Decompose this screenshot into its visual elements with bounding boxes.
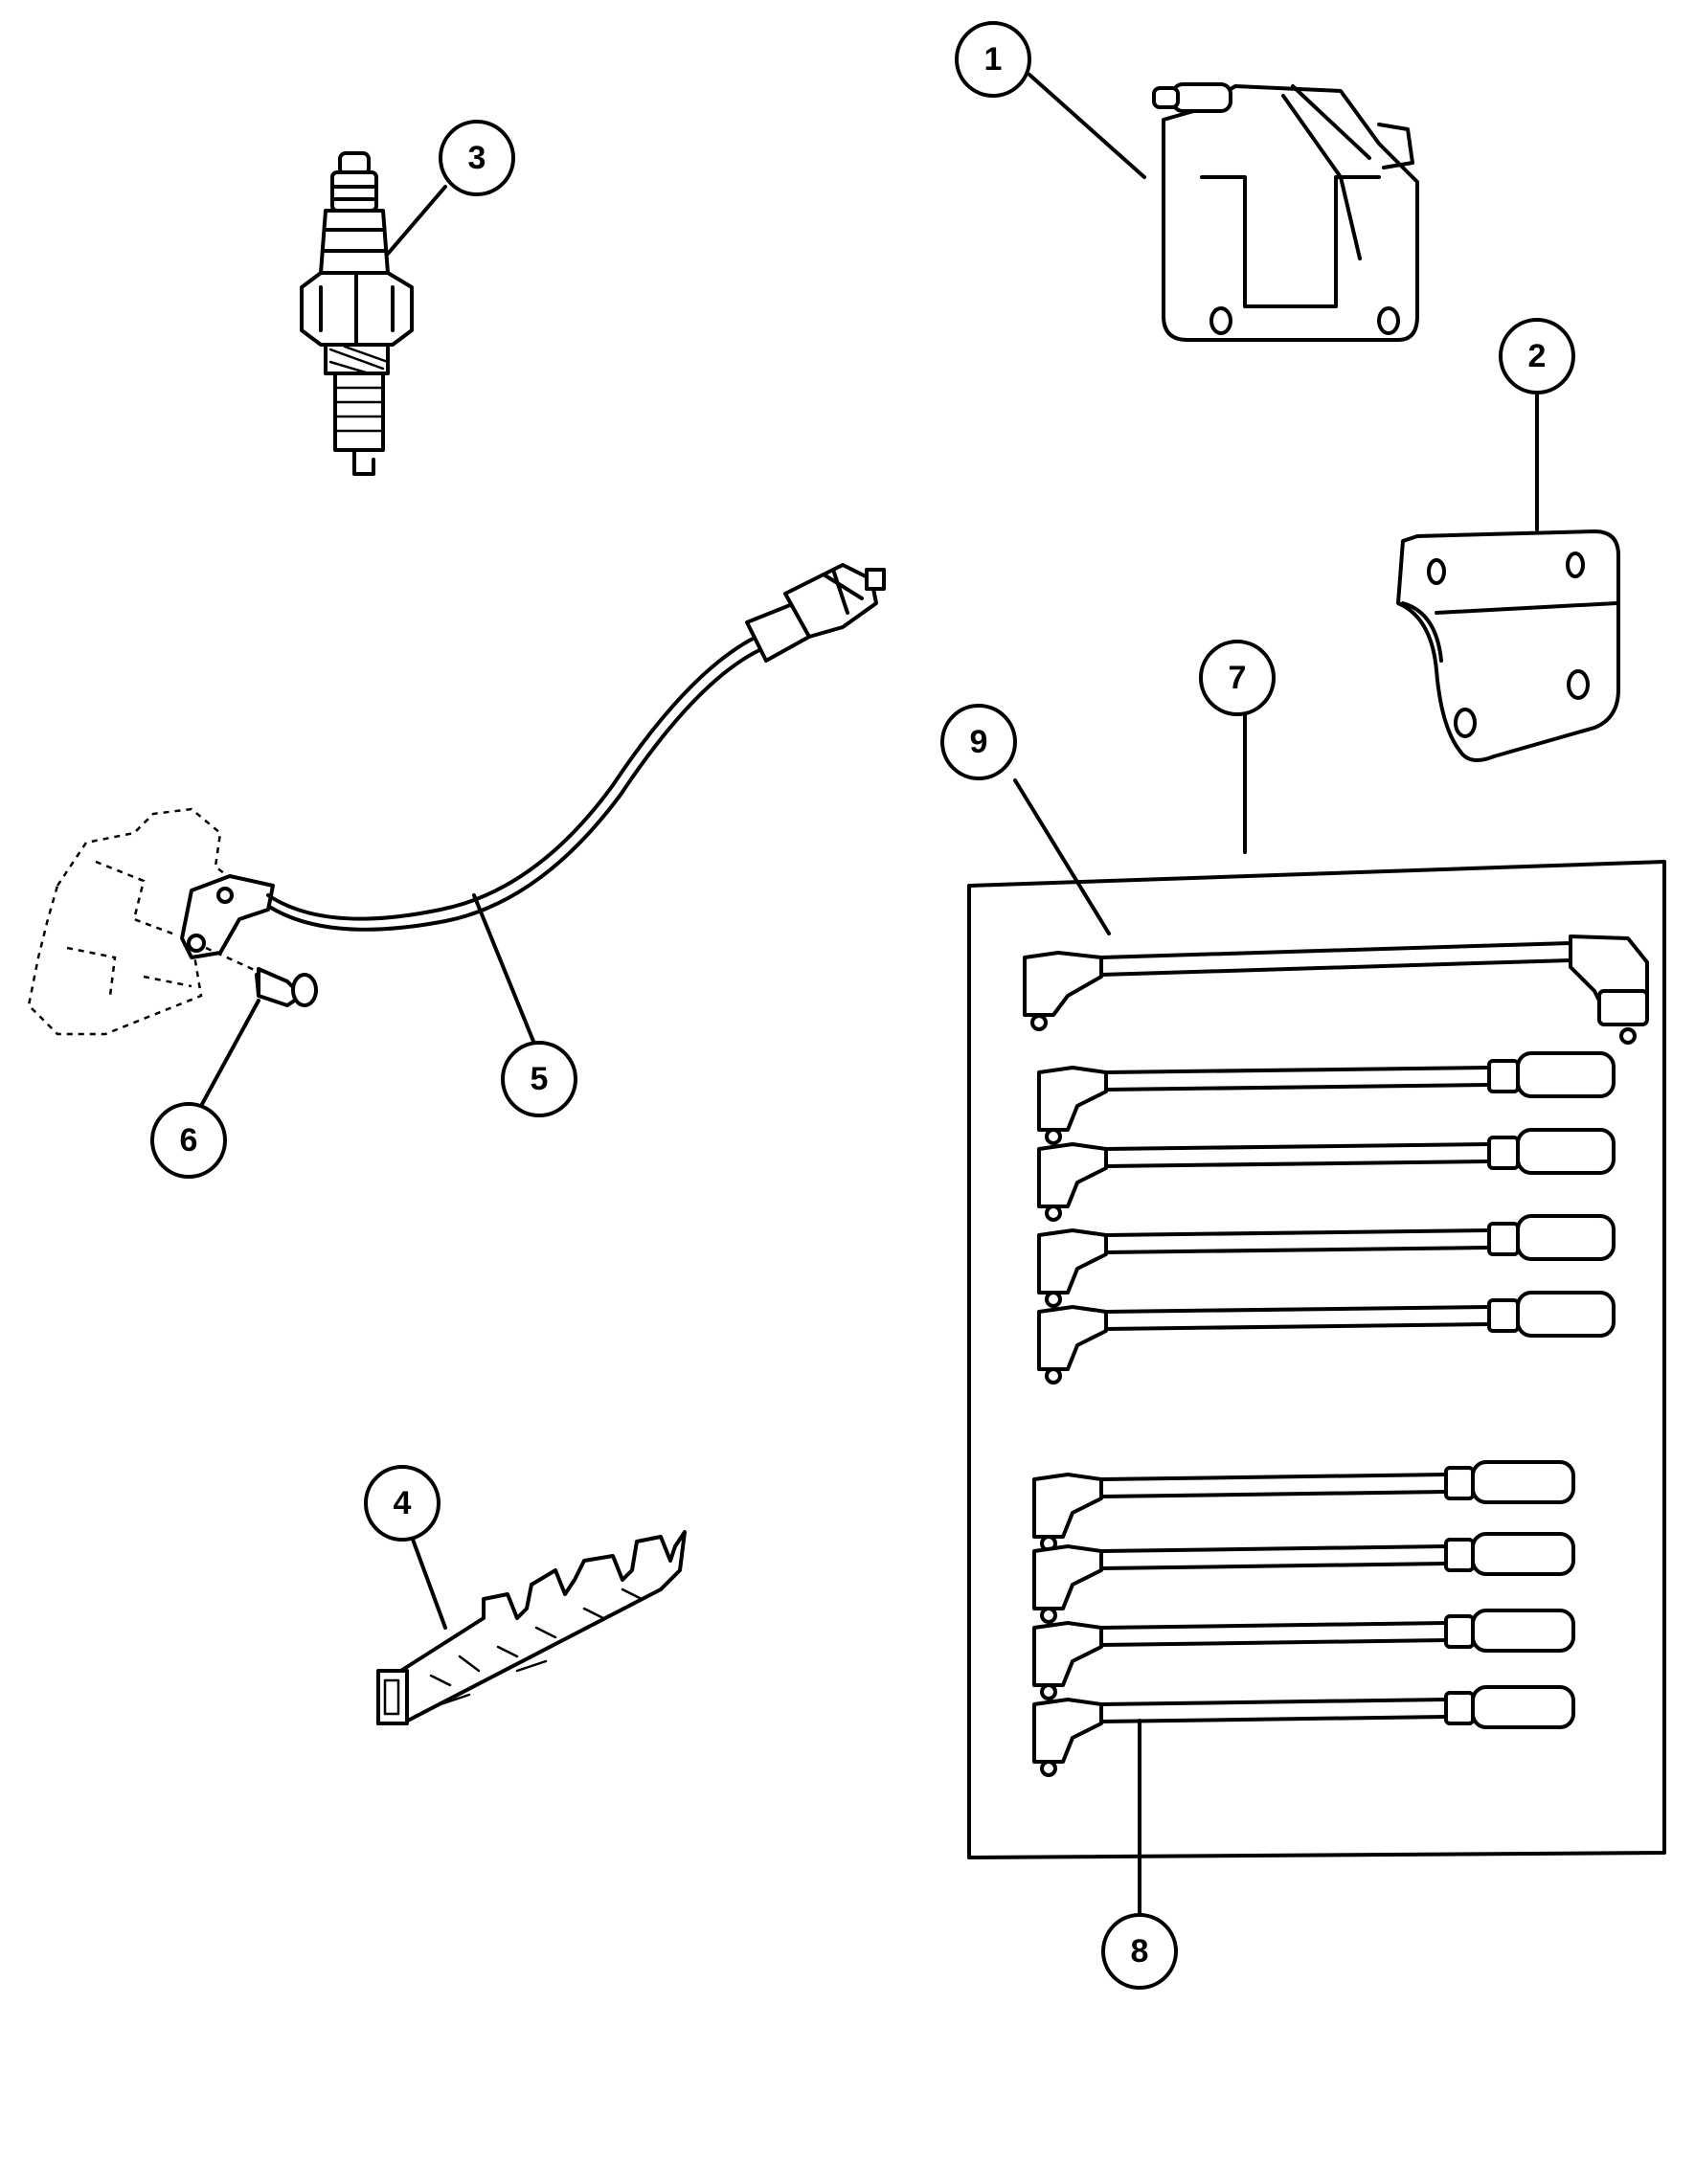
ignition-coil [1152, 82, 1419, 342]
spark-plug-wire-lower-4 [1032, 1685, 1575, 1777]
spark-plug-wire-upper-1 [1037, 1051, 1616, 1145]
spark-plug-wire-upper-2 [1037, 1128, 1616, 1222]
sensor-bolt [205, 946, 318, 1007]
callout-5: 5 [501, 1041, 577, 1117]
callout-3: 3 [439, 120, 515, 196]
leader-line-3 [386, 185, 447, 256]
crankshaft-position-sensor [180, 563, 886, 959]
spark-plug-wire-long [1023, 934, 1649, 1045]
spark-plug-wire-lower-2 [1032, 1532, 1575, 1624]
svg-text:1: 1 [984, 41, 1003, 78]
wire-separator [376, 1530, 687, 1725]
leader-line-4 [410, 1535, 447, 1630]
callout-1: 1 [955, 21, 1031, 98]
spark-plug-wire-lower-3 [1032, 1609, 1575, 1700]
spark-plug-wire-upper-4 [1037, 1291, 1616, 1385]
callout-4: 4 [364, 1465, 441, 1542]
leader-line-9 [1013, 778, 1111, 935]
spark-plug-wire-set-board [967, 860, 1666, 1859]
callout-7: 7 [1199, 640, 1276, 716]
spark-plug-wire-upper-3 [1037, 1214, 1616, 1308]
callout-6: 6 [150, 1102, 227, 1179]
spark-plug-wire-lower-1 [1032, 1460, 1575, 1552]
svg-text:3: 3 [468, 140, 486, 176]
coil-bracket [1396, 529, 1620, 762]
callout-2: 2 [1499, 318, 1575, 394]
leader-line-1 [1028, 73, 1146, 179]
svg-text:4: 4 [394, 1485, 412, 1521]
svg-text:5: 5 [531, 1061, 549, 1097]
svg-text:7: 7 [1229, 660, 1247, 696]
callout-9: 9 [940, 704, 1017, 780]
svg-text:6: 6 [180, 1122, 198, 1159]
leader-line-6 [199, 999, 260, 1108]
svg-text:9: 9 [970, 724, 988, 760]
spark-plug [300, 151, 414, 476]
svg-text:2: 2 [1528, 338, 1547, 374]
svg-text:8: 8 [1131, 1933, 1149, 1970]
leader-line-5 [472, 893, 536, 1046]
callout-8: 8 [1101, 1913, 1178, 1990]
